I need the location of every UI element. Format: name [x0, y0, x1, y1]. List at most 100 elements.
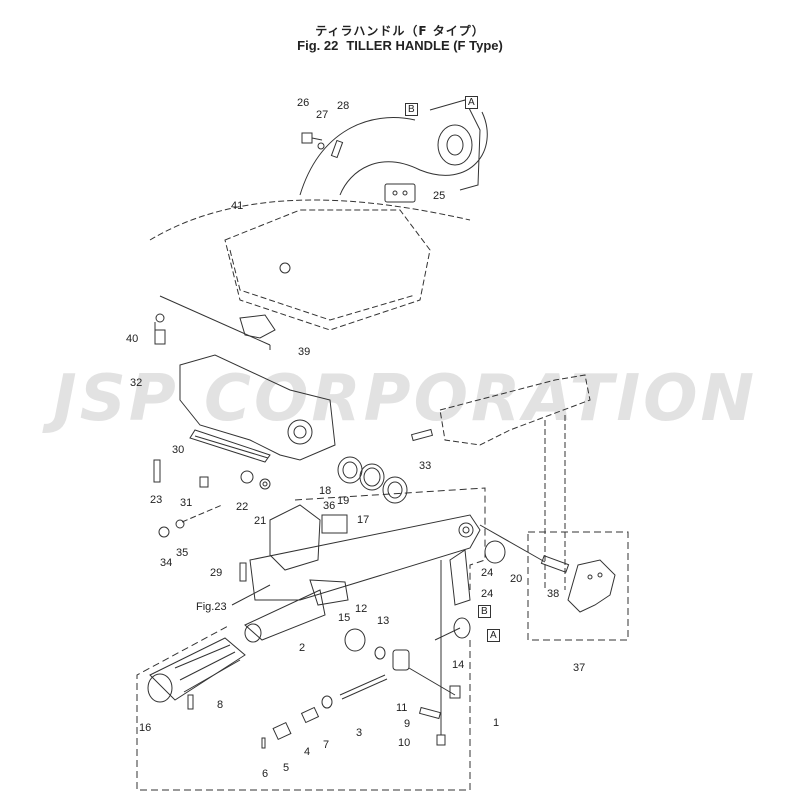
figure-number: Fig. 22	[297, 38, 339, 53]
bolt-29	[239, 562, 247, 582]
part-label-37[interactable]: 37	[573, 662, 586, 674]
block-11	[392, 649, 410, 671]
throttle-shaft-2	[244, 589, 326, 641]
part-label-26[interactable]: 26	[297, 97, 310, 109]
throttle-lever-24	[449, 549, 471, 606]
cross-reference-fig23[interactable]: Fig.23	[196, 601, 227, 613]
throttle-shaft-15	[309, 579, 349, 606]
washer-21	[259, 478, 271, 490]
part-label-6[interactable]: 6	[262, 768, 269, 780]
sleeve-4	[300, 706, 320, 724]
screw-23	[153, 459, 161, 483]
reference-marker-b-lower: B	[478, 605, 491, 618]
grip-16	[149, 637, 246, 701]
part-label-25[interactable]: 25	[433, 190, 446, 202]
part-label-27[interactable]: 27	[316, 109, 329, 121]
part-label-18[interactable]: 18	[319, 485, 332, 497]
part-label-8[interactable]: 8	[217, 699, 224, 711]
part-label-16[interactable]: 16	[139, 722, 152, 734]
part-label-17[interactable]: 17	[357, 514, 370, 526]
part-label-20[interactable]: 20	[510, 573, 523, 585]
watermark: JSP CORPORATION	[52, 362, 758, 436]
nut-41	[279, 262, 291, 274]
bolt-10	[436, 734, 446, 746]
collar-28	[330, 139, 344, 159]
label-36	[321, 514, 348, 534]
reference-marker-a: A	[465, 96, 478, 109]
part-label-34[interactable]: 34	[160, 557, 173, 569]
cable-guide-39	[239, 314, 276, 339]
screw-8	[187, 694, 194, 710]
washer-27	[317, 142, 325, 150]
cable-bracket	[384, 183, 416, 203]
cap-20	[484, 540, 506, 564]
part-label-41[interactable]: 41	[231, 200, 244, 212]
part-label-11[interactable]: 11	[396, 702, 408, 714]
spring-13	[374, 646, 386, 660]
part-label-4[interactable]: 4	[304, 746, 311, 758]
part-label-14[interactable]: 14	[452, 659, 465, 671]
part-label-33[interactable]: 33	[419, 460, 432, 472]
cable-b	[299, 117, 416, 196]
friction-piece-12	[344, 628, 366, 652]
stud-38	[540, 555, 570, 573]
part-label-5[interactable]: 5	[283, 762, 290, 774]
part-label-10[interactable]: 10	[398, 737, 411, 749]
reference-marker-a-lower: A	[487, 629, 500, 642]
part-label-38[interactable]: 38	[547, 588, 560, 600]
nut-22	[240, 470, 254, 484]
part-label-30[interactable]: 30	[172, 444, 185, 456]
washer-35	[175, 519, 185, 529]
engine-bracket	[224, 209, 431, 331]
part-label-28[interactable]: 28	[337, 100, 350, 112]
part-label-9[interactable]: 9	[404, 718, 411, 730]
handle-bracket-32	[179, 354, 336, 461]
part-label-39[interactable]: 39	[298, 346, 311, 358]
part-label-1[interactable]: 1	[493, 717, 500, 729]
pin-6	[261, 737, 266, 749]
figure-title-text: TILLER HANDLE (F Type)	[346, 38, 503, 53]
kit-37-frame	[527, 531, 629, 641]
grip-end-37	[567, 559, 616, 613]
handle-assembly-frame	[136, 487, 486, 791]
part-label-21[interactable]: 21	[254, 515, 267, 527]
collar-5	[272, 721, 292, 741]
part-label-15[interactable]: 15	[338, 612, 351, 624]
plate-9	[418, 706, 442, 720]
part-label-24-upper[interactable]: 24	[481, 567, 494, 579]
part-label-29[interactable]: 29	[210, 567, 223, 579]
seal-18	[337, 456, 363, 484]
reference-marker-b: B	[405, 103, 418, 116]
part-label-32[interactable]: 32	[130, 377, 143, 389]
part-label-23[interactable]: 23	[150, 494, 163, 506]
handle-arm	[249, 514, 481, 601]
stop-switch	[269, 504, 321, 571]
part-label-31[interactable]: 31	[180, 497, 193, 509]
part-label-36[interactable]: 36	[323, 500, 336, 512]
washer-19	[359, 463, 385, 491]
stud-33	[410, 428, 434, 442]
bushing-7	[321, 695, 333, 709]
part-label-12[interactable]: 12	[355, 603, 368, 615]
part-label-3[interactable]: 3	[356, 727, 363, 739]
part-label-13[interactable]: 13	[377, 615, 390, 627]
part-label-35[interactable]: 35	[176, 547, 189, 559]
nut-34	[158, 526, 170, 538]
part-label-19[interactable]: 19	[337, 495, 350, 507]
bolt-40	[154, 329, 166, 345]
part-label-2[interactable]: 2	[299, 642, 306, 654]
part-label-24-lower[interactable]: 24	[481, 588, 494, 600]
part-label-7[interactable]: 7	[323, 739, 330, 751]
throttle-drum	[437, 124, 473, 166]
part-label-40[interactable]: 40	[126, 333, 139, 345]
bolt-26	[301, 132, 313, 144]
figure-title: Fig. 22 TILLER HANDLE (F Type)	[0, 38, 800, 53]
swivel-bracket	[439, 374, 591, 446]
part-label-22[interactable]: 22	[236, 501, 249, 513]
rod-3	[339, 674, 386, 696]
plate-30	[189, 429, 271, 463]
bushing-17	[382, 476, 408, 504]
bolt-14	[449, 685, 461, 699]
title-japanese: ティラハンドル（F タイプ）	[315, 24, 485, 38]
